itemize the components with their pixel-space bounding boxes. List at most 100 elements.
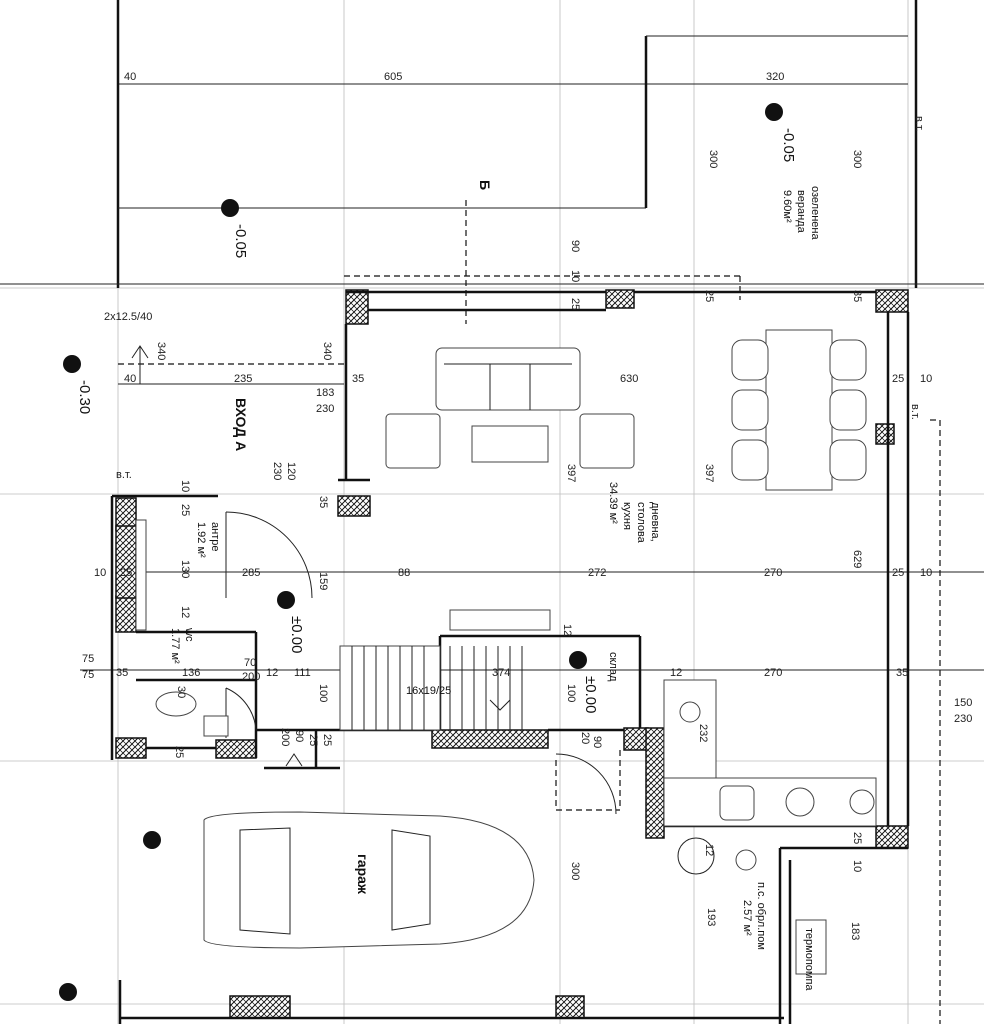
- sink: [719, 785, 755, 821]
- dim-label: 25: [892, 373, 904, 385]
- wall-column-8: [115, 737, 147, 759]
- wall-tag: в.т.: [909, 404, 921, 420]
- dim-label: 136: [182, 667, 200, 679]
- dim-label: 25: [321, 734, 333, 746]
- dim-label: 10: [94, 567, 106, 579]
- dim-label: 340: [321, 342, 333, 360]
- dim-label: 10: [920, 567, 932, 579]
- room-boiler-area: 2.57 м²: [741, 900, 753, 936]
- dim-label: 270: [764, 567, 782, 579]
- room-antre-area: 1.92 м²: [195, 522, 207, 558]
- wall-column-10: [431, 729, 549, 749]
- room-garage-label: гараж: [355, 854, 371, 895]
- dim-label: 397: [565, 464, 577, 482]
- wall-column-6: [115, 595, 137, 633]
- level-marker-icon: [143, 831, 161, 849]
- walls: [110, 289, 910, 1024]
- north-arrow: [677, 837, 715, 875]
- room-antre-name: антре: [209, 522, 221, 551]
- dim-label: 90: [591, 736, 603, 748]
- dim-label: 25: [892, 567, 904, 579]
- toilet: [155, 691, 197, 717]
- room-boiler-name: п.с. обрл.пом: [755, 882, 767, 950]
- wall-column-4: [875, 423, 895, 445]
- dim-label: 25: [851, 832, 863, 844]
- dim-label: 25: [120, 567, 132, 579]
- wall-column-11: [623, 727, 649, 751]
- dim-label: 232: [697, 724, 709, 742]
- site-lines: [0, 0, 984, 288]
- staircase: [339, 609, 551, 731]
- dining-table: [765, 329, 833, 491]
- boiler-room: [677, 837, 827, 975]
- dim-label: 200: [242, 671, 260, 683]
- dim-label: 35: [116, 667, 128, 679]
- dim-label: 300: [851, 150, 863, 168]
- hob: [785, 787, 815, 817]
- chair: [731, 439, 769, 481]
- dim-label: 12: [670, 667, 682, 679]
- section-mark: Б: [477, 180, 493, 190]
- dim-label: 300: [569, 862, 581, 880]
- dim-label: 25: [569, 298, 581, 310]
- dim-label: 183: [849, 922, 861, 940]
- level-marker-icon: [63, 355, 81, 373]
- room-living-name3: кухня: [621, 502, 633, 530]
- dim-label: 230: [316, 403, 334, 415]
- level-stair: ±0.00: [582, 676, 599, 713]
- dim-label: 40: [124, 373, 136, 385]
- dim-label: 230: [271, 462, 283, 480]
- wall-column-7: [337, 495, 371, 517]
- dim-label: 150: [954, 697, 972, 709]
- dim-label: 25: [703, 290, 715, 302]
- dim-label: 193: [705, 908, 717, 926]
- dim-label: 35: [352, 373, 364, 385]
- dim-label: 200: [279, 728, 291, 746]
- entrance-arrow-icon: [131, 345, 303, 767]
- wall-column-13: [875, 825, 909, 849]
- level-markers: [59, 103, 783, 1001]
- dashed-lines: [118, 200, 941, 1024]
- room-living-name2: столова: [635, 502, 647, 544]
- washbasin: [203, 715, 229, 737]
- wall-column-16: [115, 525, 137, 599]
- dim-label: 300: [707, 150, 719, 168]
- room-living-name1: дневна,: [649, 502, 661, 542]
- dim-label: 320: [766, 71, 784, 83]
- dim-label: 629: [851, 550, 863, 568]
- level-marker-icon: [765, 103, 783, 121]
- dim-label: 35: [896, 667, 908, 679]
- dim-label: 374: [492, 667, 510, 679]
- wall-column-5: [115, 497, 137, 531]
- stove: [849, 789, 875, 815]
- sofa: [435, 347, 581, 411]
- dim-label: 40: [124, 71, 136, 83]
- dim-label: 75: [82, 653, 94, 665]
- dim-label: 75: [82, 669, 94, 681]
- wall-column-2: [605, 289, 635, 309]
- dim-label: 159: [317, 572, 329, 590]
- wall-column-15: [555, 995, 585, 1019]
- wc-fixtures: [135, 519, 229, 737]
- storage-label: склад: [607, 652, 619, 682]
- stairs-label: 16x19/25: [406, 685, 451, 697]
- dim-label: 111: [294, 667, 311, 679]
- dim-label: 35: [851, 290, 863, 302]
- wall-column-1: [345, 289, 369, 325]
- dim-label: 12: [703, 844, 715, 856]
- dim-label: 10: [179, 480, 191, 492]
- dim-label: 25: [179, 504, 191, 516]
- wall-column-9: [215, 739, 257, 759]
- room-entrance-label: ВХОД А: [233, 398, 249, 451]
- dim-label: 230: [954, 713, 972, 725]
- dim-label: 100: [565, 684, 577, 702]
- dim-label: 2x12.5/40: [104, 311, 152, 323]
- dim-label: 397: [703, 464, 715, 482]
- wall-column-12: [645, 727, 665, 839]
- dim-label: 90: [293, 730, 305, 742]
- chair: [829, 339, 867, 381]
- sink-round: [679, 701, 701, 723]
- dim-label: 35: [317, 496, 329, 508]
- chair: [731, 389, 769, 431]
